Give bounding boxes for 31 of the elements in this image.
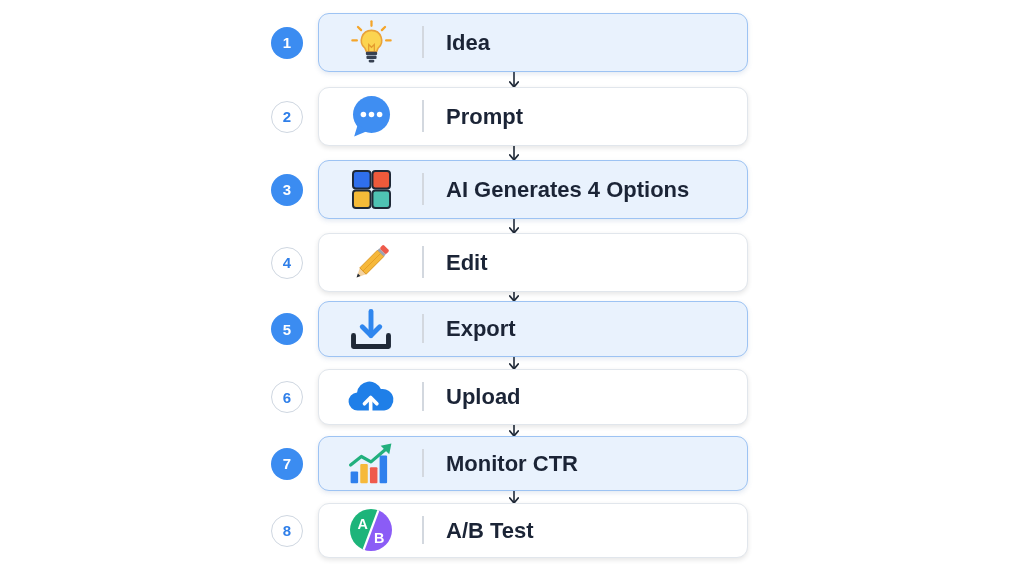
step-label: Idea [446, 29, 491, 56]
step-card [318, 301, 748, 357]
arrow [508, 145, 520, 161]
arrow [508, 71, 520, 88]
step-label: A/B Test [446, 517, 534, 544]
arrow [508, 424, 520, 437]
step-number: 5 [271, 313, 303, 345]
arrow [508, 490, 520, 504]
step-card [318, 87, 748, 146]
step-label: Upload [446, 383, 521, 411]
step-card [318, 13, 748, 72]
step-number: 3 [271, 173, 303, 206]
step-number: 1 [271, 26, 303, 59]
step-label: Monitor CTR [446, 450, 578, 477]
step-card [318, 233, 748, 292]
step-label: AI Generates 4 Options [446, 176, 690, 203]
step-card [318, 503, 748, 558]
step-number: 4 [271, 246, 303, 279]
step-card [318, 160, 748, 219]
step-number: 7 [271, 447, 303, 480]
step-label: Prompt [446, 103, 523, 130]
arrow [508, 356, 520, 370]
step-label: Edit [446, 249, 488, 276]
step-number: 8 [271, 514, 303, 547]
arrow [508, 218, 520, 234]
step-label: Export [446, 315, 516, 343]
step-card [318, 369, 748, 425]
step-number: 2 [271, 100, 303, 133]
step-number: 6 [271, 381, 303, 413]
step-card [318, 436, 748, 491]
arrow [508, 291, 520, 302]
